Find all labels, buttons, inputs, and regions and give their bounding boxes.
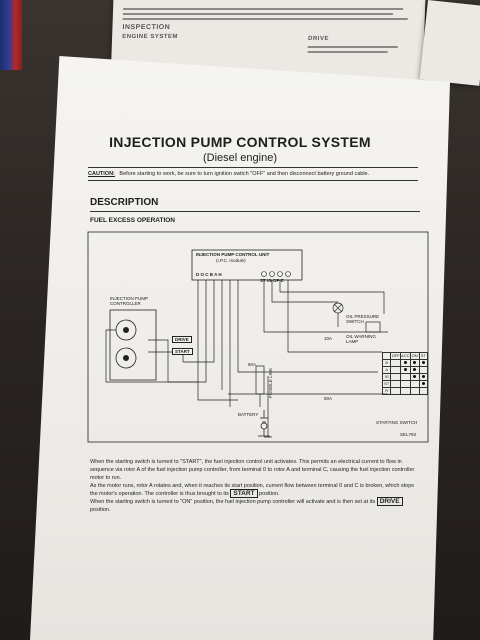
control-unit-label: INJECTION PUMP CONTROL UNIT [196,252,270,257]
rotor-b-hub [123,355,129,361]
terminal-circles [261,271,291,277]
diagram-frame [87,231,429,443]
text-line [123,8,404,10]
terminal-labels-right: ST IG OP E [260,278,284,283]
section-title: DESCRIPTION [90,197,159,208]
switch-cell [418,373,429,381]
switch-col-on: ON [409,352,420,360]
paragraph-motor-runs-text: As the motor runs, rotor A rotates and, … [90,483,415,497]
switch-col-acc: ACC [400,352,411,360]
switch-row-b: B [381,359,392,367]
drive-wire [148,339,169,382]
description-text: When the starting switch is turned to "S… [90,458,422,514]
switch-cell [418,380,429,388]
drive-keyword: DRIVE [376,497,403,506]
drink-can [0,0,22,70]
text-line [122,13,393,15]
wiring-diagram: INJECTION PUMP CONTROL UNIT (I.P.C. modu… [87,231,429,443]
paragraph-on-position: When the starting switch is turned to "O… [90,497,422,514]
ground-wire [264,376,272,438]
section-divider [90,211,420,212]
caution-label: CAUTION: [88,171,115,177]
switch-col-off: OFF [390,352,401,360]
text-line [307,51,388,53]
switch-cell [400,359,411,367]
switch-cell [409,366,420,374]
switch-cell [390,366,401,374]
oil-warning-lamp-label: OIL WARNING LAMP [346,334,376,344]
switch-cell [418,387,429,395]
switch-corner [381,352,392,360]
caution-note: CAUTION: Before starting to work, be sur… [88,167,418,181]
bg-heading-inspection: INSPECTION [122,24,171,31]
switch-cell [400,387,411,395]
fuse-60a: 60A [324,396,333,401]
switch-cell [390,373,401,381]
control-unit-wires [168,280,388,407]
switch-cell [409,359,420,367]
switch-cell [409,380,420,388]
switch-cell [390,387,401,395]
switch-cell [409,373,420,381]
lamp-cross [333,303,343,313]
page-title: INJECTION PUMP CONTROL SYSTEM [109,134,371,150]
pump-controller-label: INJECTION PUMP CONTROLLER [110,296,148,306]
switch-row-st: ST [381,380,392,388]
switch-row-ig: IG [381,373,392,381]
paragraph-on-position-text: When the starting switch is turned to "O… [90,499,376,505]
oil-pressure-switch-label: OIL PRESSURE SWITCH [346,314,380,324]
text-line [122,18,408,20]
control-unit-sublabel: (I.P.C. module) [216,258,246,263]
subsection-title: FUEL EXCESS OPERATION [90,217,175,224]
wiring-diagram-lines [87,231,429,443]
battery-label: BATTERY [238,412,259,417]
switch-cell [409,387,420,395]
text-line [307,46,398,48]
control-unit-box [191,249,303,281]
switch-cell [400,373,411,381]
paragraph-motor-runs-end: position. [259,491,280,497]
rotor-b [115,347,137,369]
background-page-right [419,0,480,86]
switch-cell [400,380,411,388]
pump-controller-box [109,309,157,381]
rotor-a-hub [123,327,129,333]
bg-heading-engine: ENGINE SYSTEM [122,34,179,40]
motor-wire [105,329,198,383]
paragraph-start-switch: When the starting switch is turned to "S… [90,459,415,481]
switch-row-a: A [381,366,392,374]
figure-code: SEL793 [400,432,417,437]
document-page: INJECTION PUMP CONTROL SYSTEM (Diesel en… [30,56,450,640]
terminal-labels-left: D O C B A H [196,272,222,277]
oil-pressure-switch [365,321,381,333]
page-subtitle: (Diesel engine) [203,152,277,164]
switch-cell [418,366,429,374]
starting-switch-label: STARTING SWITCH [376,420,418,425]
battery-symbol [258,410,270,437]
switch-col-st: ST [418,352,429,360]
power-bus [228,393,388,407]
start-label: START [172,348,193,355]
switch-cell [390,380,401,388]
fuse-80a: 80A [248,362,257,367]
start-keyword: START [230,489,258,498]
bg-heading-drive: DRIVE [307,36,329,42]
fuse-10a: 10A [324,336,333,341]
switch-cell [418,359,429,367]
paragraph-on-position-end: position. [90,507,111,513]
switch-cell [400,366,411,374]
fusible-link [255,365,265,395]
caution-text: Before starting to work, be sure to turn… [119,171,370,177]
switch-row-r: R [381,387,392,395]
paragraph-motor-runs: As the motor runs, rotor A rotates and, … [90,482,422,498]
fusible-link-label: FUSIBLE LINK [268,368,273,399]
drive-label: DRIVE [172,336,192,343]
starting-switch-table: OFF ACC ON ST B A IG [381,352,429,395]
switch-cell [390,359,401,367]
